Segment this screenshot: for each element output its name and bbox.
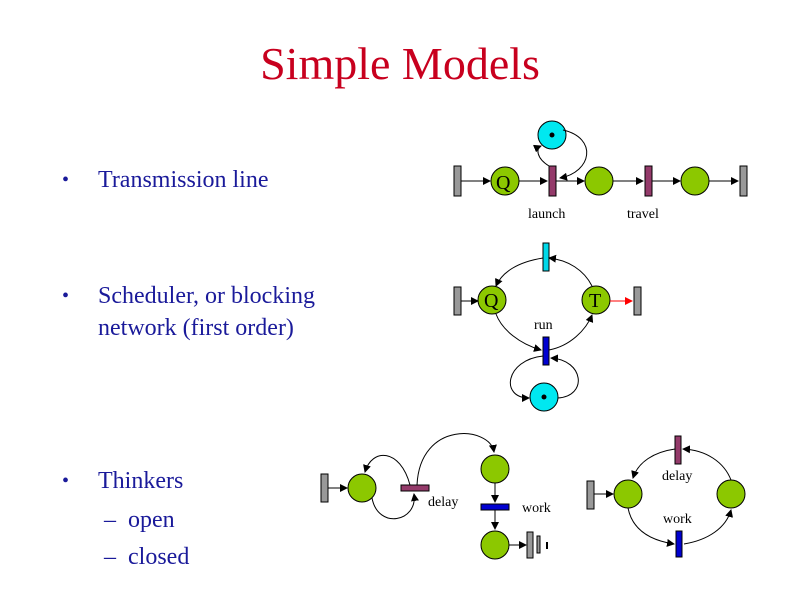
label-run: run <box>534 318 553 333</box>
transmission-line-diagram: Q launch travel <box>453 120 748 222</box>
place-thinking <box>613 479 643 509</box>
transition-top <box>542 242 550 272</box>
arc <box>495 313 542 352</box>
subitem-text: closed <box>128 544 190 570</box>
arc <box>627 507 675 547</box>
transition-delay <box>400 484 430 492</box>
label-q: Q <box>496 172 511 194</box>
transition-travel <box>644 165 653 197</box>
label-delay: delay <box>662 469 692 484</box>
scheduler-diagram: Q T run <box>453 242 642 412</box>
bullet-text: Transmission line <box>98 167 269 193</box>
label-delay: delay <box>428 495 458 510</box>
transition-work <box>480 503 510 511</box>
place-t <box>581 285 611 315</box>
token <box>541 394 547 400</box>
arc <box>631 448 676 479</box>
arc <box>682 445 732 481</box>
sink-fade <box>536 535 541 554</box>
place <box>584 166 614 196</box>
place-q <box>477 285 507 315</box>
arc <box>416 433 497 486</box>
bullet-text: Thinkers <box>98 468 184 494</box>
arc <box>363 455 411 486</box>
label-travel: travel <box>627 207 659 222</box>
source-transition <box>453 165 462 197</box>
subitem-open: – open <box>104 504 175 536</box>
arc <box>548 314 594 351</box>
bullet-glyph: • <box>62 470 70 492</box>
sink-transition <box>633 286 642 316</box>
label-work: work <box>663 512 692 527</box>
arc <box>495 257 544 287</box>
arc <box>548 254 593 287</box>
source-transition <box>586 480 595 510</box>
arc <box>559 129 588 181</box>
label-work: work <box>522 501 551 516</box>
sink-fade <box>546 542 548 549</box>
place-waiting <box>480 454 510 484</box>
bullet-glyph: • <box>62 285 70 307</box>
page-title: Simple Models <box>260 38 540 89</box>
source-transition <box>320 473 329 503</box>
place <box>680 166 710 196</box>
dash-glyph: – <box>104 507 116 533</box>
sink-transition <box>739 165 748 197</box>
label-q: Q <box>484 290 499 312</box>
arc <box>509 355 544 402</box>
thinkers-open-diagram: delay work <box>320 433 551 560</box>
arc <box>550 354 579 399</box>
bullet-glyph: • <box>62 169 70 191</box>
transition-run <box>542 336 550 366</box>
transition-work <box>675 530 683 558</box>
label-t: T <box>589 290 601 312</box>
arc <box>533 144 550 167</box>
subitem-closed: – closed <box>104 541 189 573</box>
token <box>549 132 555 138</box>
thinkers-closed-diagram: delay work <box>586 435 746 558</box>
subitem-text: open <box>128 507 175 533</box>
transition-delay <box>674 435 682 465</box>
bullet-text-line2: network (first order) <box>98 315 294 341</box>
arc <box>683 509 733 545</box>
sink-transition <box>526 531 534 559</box>
place-done <box>480 530 510 560</box>
source-transition <box>453 286 462 316</box>
arc <box>371 493 419 520</box>
dash-glyph: – <box>104 544 116 570</box>
label-launch: launch <box>528 207 565 222</box>
place-working <box>716 479 746 509</box>
transition-launch <box>548 165 557 197</box>
place-thinking <box>347 473 377 503</box>
bullet-text-line1: Scheduler, or blocking <box>98 283 315 309</box>
